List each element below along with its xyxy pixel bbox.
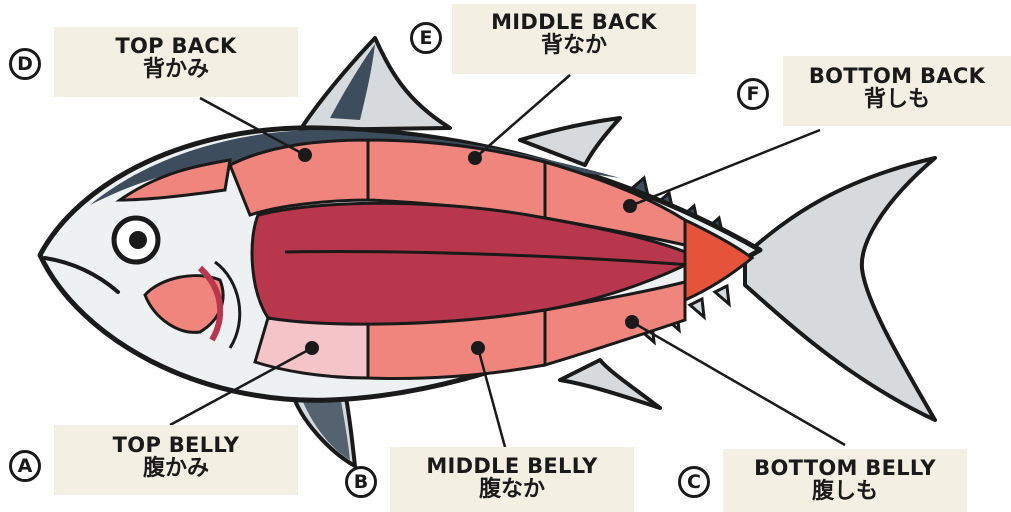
label-top-belly: TOP BELLY 腹かみ — [54, 425, 298, 495]
label-middle-back: MIDDLE BACK 背なか — [452, 4, 696, 74]
label-bottom-belly-en: BOTTOM BELLY — [723, 457, 967, 480]
label-middle-belly-jp: 腹なか — [390, 478, 634, 502]
badge-f: F — [737, 78, 769, 110]
label-bottom-back-en: BOTTOM BACK — [783, 65, 1011, 88]
label-middle-back-en: MIDDLE BACK — [452, 11, 696, 34]
label-middle-back-jp: 背なか — [452, 34, 696, 58]
badge-b: B — [345, 466, 377, 498]
label-top-back: TOP BACK 背かみ — [54, 27, 298, 97]
label-middle-belly-en: MIDDLE BELLY — [390, 455, 634, 478]
badge-e: E — [410, 22, 442, 54]
label-bottom-belly-jp: 腹しも — [723, 480, 967, 504]
label-top-belly-en: TOP BELLY — [54, 434, 298, 457]
label-top-back-jp: 背かみ — [54, 58, 298, 82]
badge-d: D — [9, 48, 41, 80]
badge-c: C — [678, 466, 710, 498]
label-top-belly-jp: 腹かみ — [54, 457, 298, 481]
label-bottom-back-jp: 背しも — [783, 88, 1011, 112]
label-bottom-belly: BOTTOM BELLY 腹しも — [723, 449, 967, 512]
label-bottom-back: BOTTOM BACK 背しも — [783, 56, 1011, 126]
label-middle-belly: MIDDLE BELLY 腹なか — [390, 447, 634, 512]
badge-a: A — [9, 450, 41, 482]
anal-fin — [560, 360, 660, 408]
tail-fin — [745, 158, 935, 420]
label-top-back-en: TOP BACK — [54, 35, 298, 58]
